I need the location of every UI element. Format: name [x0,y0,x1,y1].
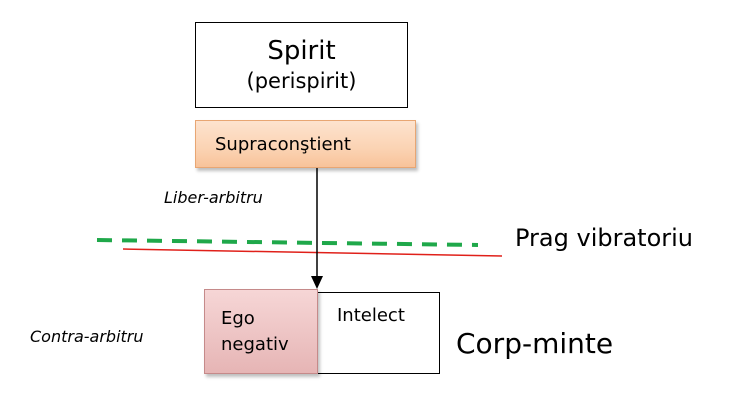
threshold-label: Prag vibratoriu [515,224,694,252]
spirit-box: Spirit (perispirit) [195,22,408,108]
threshold-dashed-line [96,238,479,247]
counter-will-label: Contra-arbitru [30,327,144,346]
intellect-label: Intelect [337,305,405,326]
threshold-red-line [122,248,503,257]
supraconstient-label: Supraconştient [215,133,351,155]
ego-label-line2: negativ [221,333,289,355]
free-will-label: Liber-arbitru [164,188,263,207]
ego-label-line1: Ego [221,307,255,329]
supraconstient-box: Supraconştient [195,120,416,168]
flow-arrow-head [311,276,323,289]
body-mind-label: Corp-minte [456,327,614,360]
ego-box: Ego negativ [204,289,318,374]
intellect-box: Intelect [317,292,440,374]
spirit-title: Spirit [267,36,336,66]
spirit-subtitle: (perispirit) [246,69,357,93]
